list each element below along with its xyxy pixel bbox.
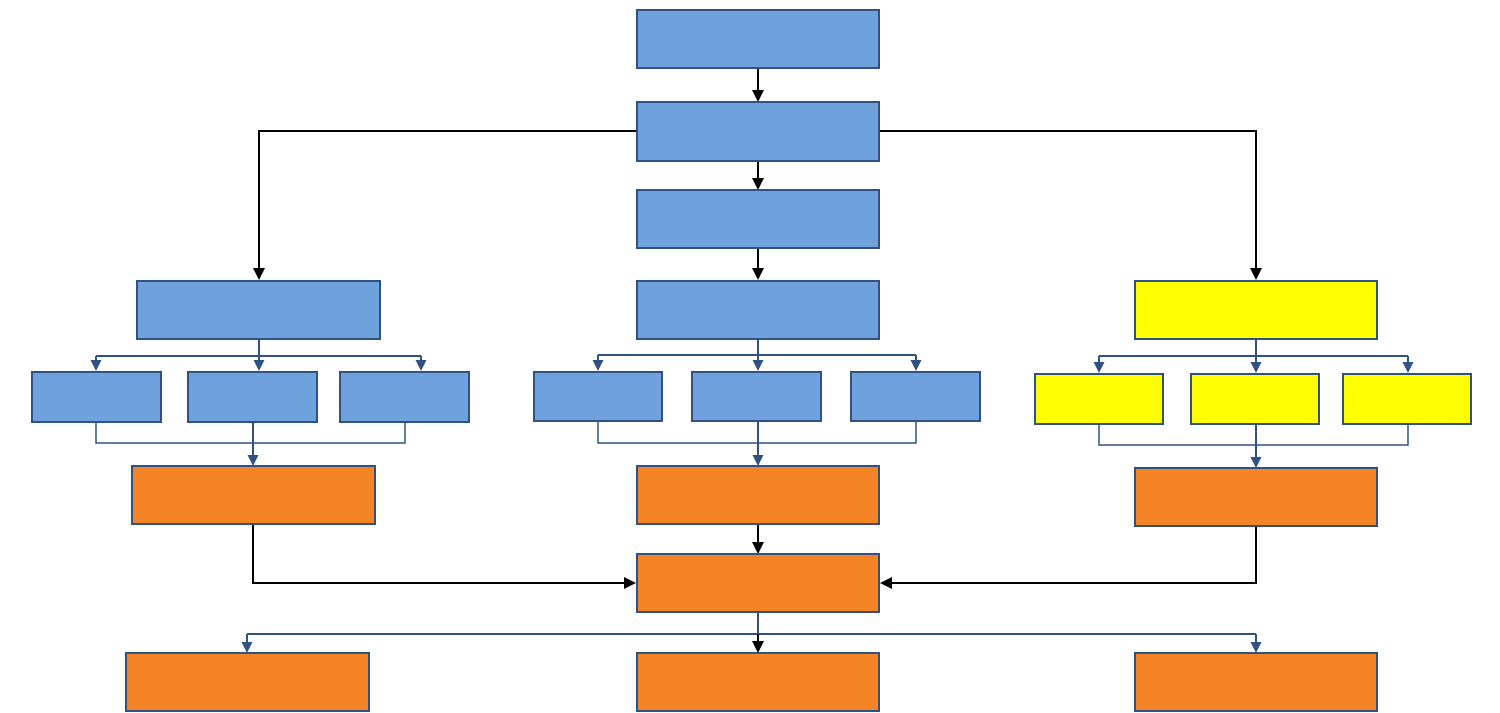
node-center-result xyxy=(636,465,880,525)
connector-right-result-to-merge xyxy=(880,526,1257,589)
node-right-child-3 xyxy=(1342,373,1472,425)
node-top xyxy=(636,9,880,69)
connector-left-gather-bracket xyxy=(95,422,406,444)
node-left-child-1 xyxy=(31,371,162,423)
node-right-child-2 xyxy=(1190,373,1320,425)
node-left-child-2 xyxy=(187,371,318,423)
node-left-result xyxy=(131,465,376,525)
nodes xyxy=(31,9,1472,712)
node-output-left xyxy=(125,652,370,712)
node-center-child-2 xyxy=(691,371,822,422)
connector-left-result-to-merge xyxy=(252,524,636,589)
node-left-parent xyxy=(136,280,381,340)
node-merge xyxy=(636,553,880,613)
node-output-center xyxy=(636,652,880,712)
node-center-child-1 xyxy=(533,371,663,422)
node-right-child-1 xyxy=(1034,373,1164,425)
node-center-child-3 xyxy=(850,371,981,422)
node-output-right xyxy=(1134,652,1378,712)
node-left-child-3 xyxy=(339,371,470,423)
connectors xyxy=(90,68,1414,653)
connector-second-to-left-parent xyxy=(253,130,637,280)
node-second xyxy=(636,101,880,162)
node-center-parent xyxy=(636,280,880,340)
node-right-parent xyxy=(1134,280,1378,340)
node-third xyxy=(636,189,880,249)
connector-right-gather-bracket xyxy=(1098,424,1409,446)
connector-second-to-right-parent xyxy=(879,130,1262,280)
node-right-result xyxy=(1134,467,1378,527)
